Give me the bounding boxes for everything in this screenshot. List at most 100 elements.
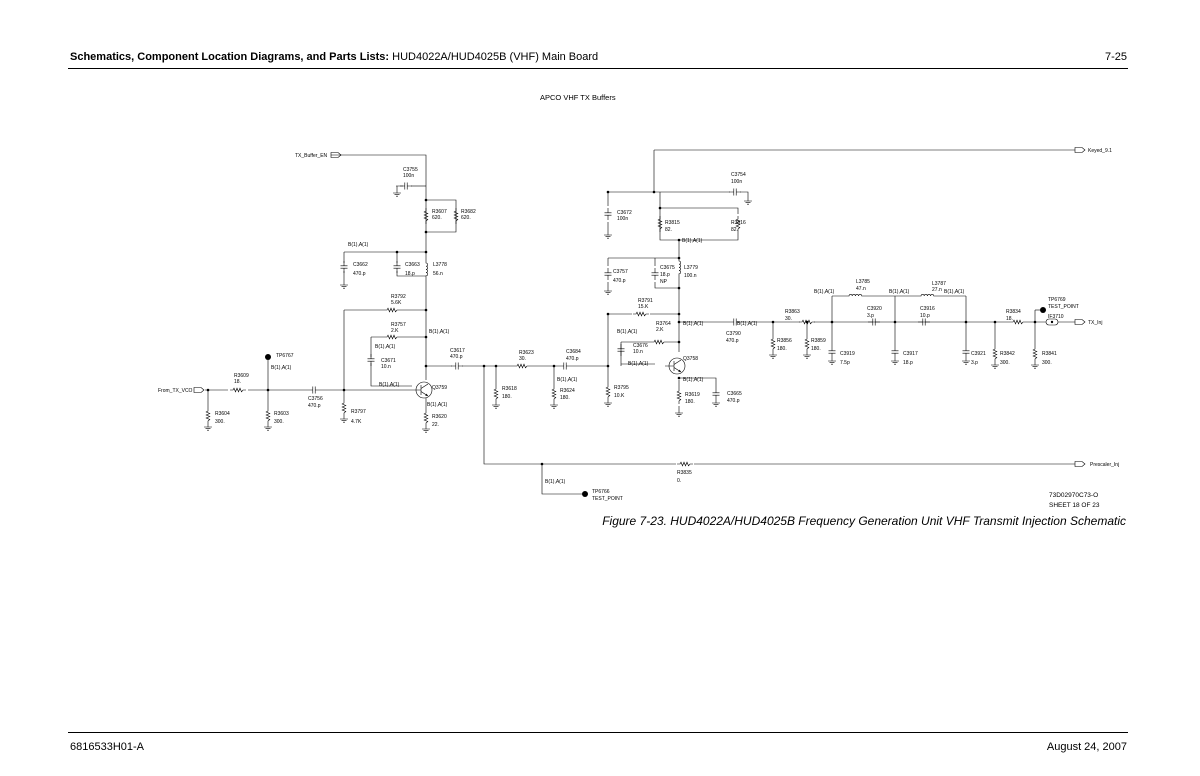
val-r3619: 180.	[685, 399, 695, 405]
val-r3607: 620.	[432, 215, 442, 221]
val-c3754: 100n	[731, 179, 742, 185]
ref-c3917: C3917	[903, 351, 918, 357]
ref-r3624: R3624	[560, 388, 575, 394]
ref-c3755: C3755	[403, 167, 418, 173]
val-r3620: 22.	[432, 422, 439, 428]
port-tx-buffer-en	[330, 152, 342, 158]
net-label: B(1),A(1)	[427, 402, 448, 408]
val-c3757: 470.p	[613, 278, 626, 284]
ref-r3797: R3797	[351, 409, 366, 415]
port-label-tx-buffer-en: TX_Buffer_EN	[295, 153, 328, 159]
val-c3672: 100n	[617, 216, 628, 222]
val-l3785: 47.n	[856, 286, 866, 292]
net-label: B(1),A(1)	[271, 365, 292, 371]
ref-c3790: C3790	[726, 331, 741, 337]
net-label: B(1),A(1)	[617, 329, 638, 335]
ref-l3778: L3778	[433, 262, 447, 268]
val-r3618: 180.	[502, 394, 512, 400]
ref-r3623: R3623	[519, 350, 534, 356]
ref-r3618: R3618	[502, 386, 517, 392]
val-c3919: 7.5p	[840, 360, 850, 366]
ref-r3863: R3863	[785, 309, 800, 315]
net-label: B(1),A(1)	[628, 361, 649, 367]
net-label: B(1),A(1)	[545, 479, 566, 485]
ref-c3757: C3757	[613, 269, 628, 275]
schematic-title: APCO VHF TX Buffers	[540, 93, 616, 102]
val-r3764: 2.K	[656, 327, 664, 333]
val-r3792: 5.6K	[391, 300, 402, 306]
ref-r3604: R3604	[215, 411, 230, 417]
port-label-prescaler-inj: Prescaler_Inj	[1090, 462, 1119, 468]
ref-c3671: C3671	[381, 358, 396, 364]
ref-r3842: R3842	[1000, 351, 1015, 357]
val-c3756: 470.p	[308, 403, 321, 409]
val-c3675: 18.p	[660, 272, 670, 278]
val-c3916: 10.p	[920, 313, 930, 319]
ref-r3764: R3764	[656, 321, 671, 327]
val-r3757: 2.K	[391, 328, 399, 334]
val-r3816: 82.	[731, 227, 738, 233]
port-label-from-tx-vco: From_TX_VCO	[158, 388, 193, 394]
np-c3675: NP	[660, 279, 668, 285]
net-label: B(1),A(1)	[429, 329, 450, 335]
ref-q3758: Q3758	[683, 356, 698, 362]
ref-l3787: L3787	[932, 281, 946, 287]
val-r3863: 30.	[785, 316, 792, 322]
page-number: 7-25	[1104, 51, 1127, 63]
figure-caption: Figure 7-23. HUD4022A/HUD4025B Frequency…	[602, 514, 1126, 528]
val-l3778: 56.n	[433, 271, 443, 277]
ref-tp6769: TP6769	[1048, 297, 1066, 303]
ref-r3841: R3841	[1042, 351, 1057, 357]
val-r3815: 82.	[665, 227, 672, 233]
val-r3856: 180.	[777, 346, 787, 352]
net-label: B(1),A(1)	[682, 238, 703, 244]
net-label: B(1),A(1)	[683, 377, 704, 383]
ref-r3815: R3815	[665, 220, 680, 226]
ref-c3684: C3684	[566, 349, 581, 355]
page-header: Schematics, Component Location Diagrams,…	[70, 51, 598, 63]
footer-rule	[68, 732, 1128, 733]
val-r3842: 300.	[1000, 360, 1010, 366]
net-label: B(1),A(1)	[889, 289, 910, 295]
ref-c3663: C3663	[405, 262, 420, 268]
val-c3684: 470.p	[566, 356, 579, 362]
ref-c3662: C3662	[353, 262, 368, 268]
ref-c3920: C3920	[867, 306, 882, 312]
ref-r3609: R3609	[234, 373, 249, 379]
header-rule	[68, 68, 1128, 69]
val-c3617: 470.p	[450, 354, 463, 360]
net-label: B(1),A(1)	[348, 242, 369, 248]
ref-r3834: R3834	[1006, 309, 1021, 315]
val-r3791: 15.K	[638, 304, 649, 310]
net-label: B(1),A(1)	[683, 321, 704, 327]
val-l3779: 100.n	[684, 273, 697, 279]
val-r3623: 30.	[519, 356, 526, 362]
val-r3795: 10.K	[614, 393, 625, 399]
footer-date: August 24, 2007	[1046, 741, 1127, 753]
val-l3787: 27.n	[932, 287, 942, 293]
val-c3917: 18.p	[903, 360, 913, 366]
ref-c3921: C3921	[971, 351, 986, 357]
net-label: B(1),A(1)	[379, 382, 400, 388]
doc-number: 73D02970C73-O	[1049, 492, 1098, 499]
wires	[205, 149, 1075, 495]
val-r3603: 300.	[274, 419, 284, 425]
ref-r3835: R3835	[677, 470, 692, 476]
val-tp6769: TEST_POINT	[1048, 304, 1079, 310]
ref-l3779: L3779	[684, 265, 698, 271]
net-label: B(1),A(1)	[737, 321, 758, 327]
val-c3921: 3.p	[971, 360, 978, 366]
ref-r3619: R3619	[685, 392, 700, 398]
ref-r3795: R3795	[614, 385, 629, 391]
ref-r3816: R3816	[731, 220, 746, 226]
footer-part-number: 6816533H01-A	[70, 741, 145, 753]
ref-c3617: C3617	[450, 348, 465, 354]
net-label: B(1),A(1)	[375, 344, 396, 350]
ref-l3785: L3785	[856, 279, 870, 285]
ref-c3916: C3916	[920, 306, 935, 312]
component-labels: C3755 100n R3607 620. R3682 620. C3662 4…	[215, 167, 1079, 502]
val-c3755: 100n	[403, 173, 414, 179]
ref-r3603: R3603	[274, 411, 289, 417]
ref-c3665: C3665	[727, 391, 742, 397]
